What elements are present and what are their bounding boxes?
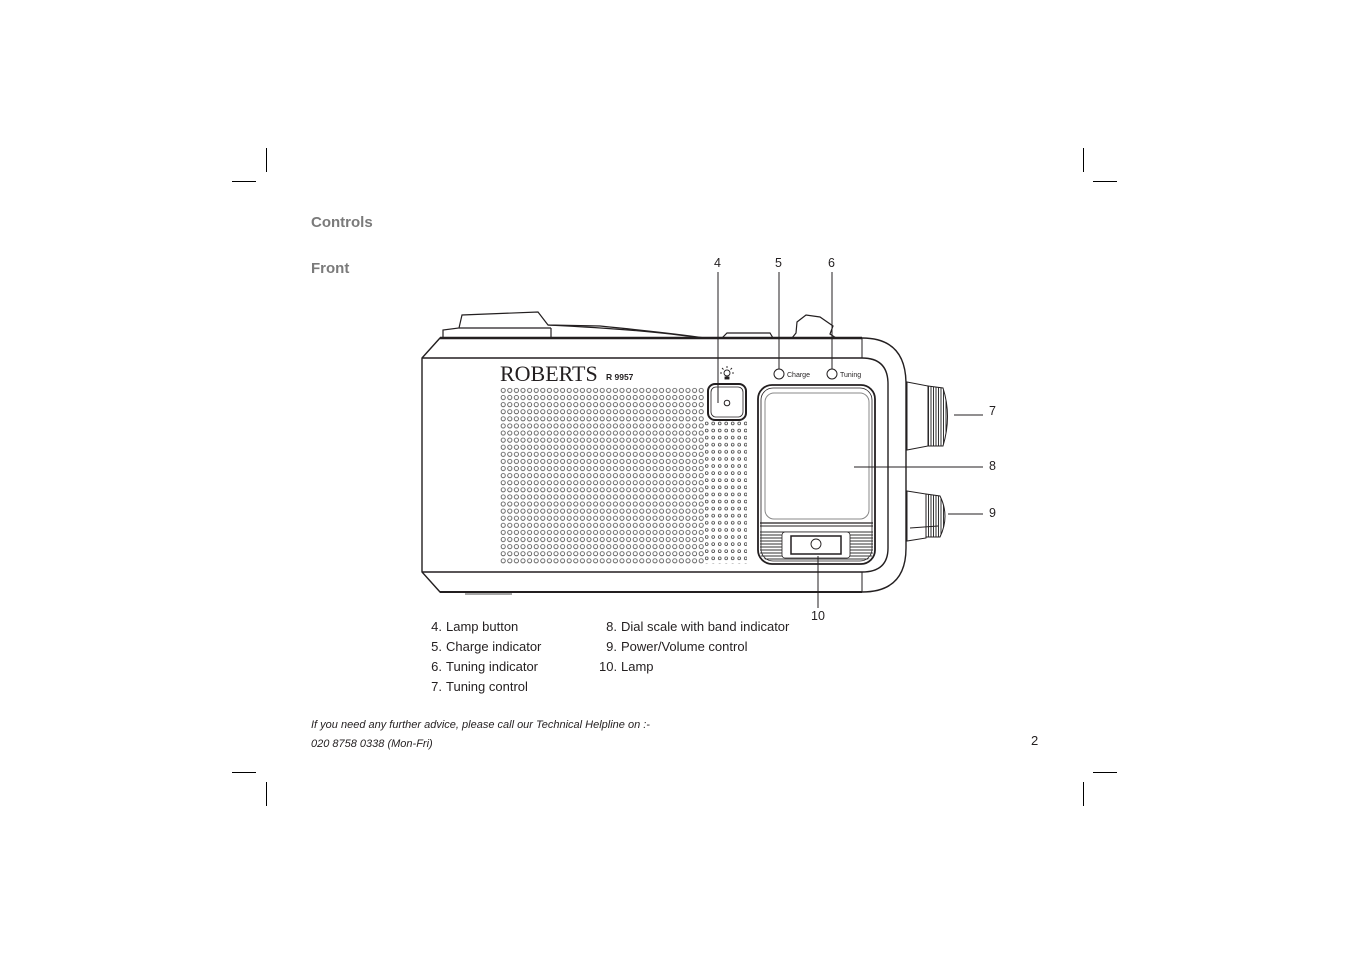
crop-mark xyxy=(1083,782,1084,806)
crop-mark xyxy=(1093,772,1117,773)
model-number: R 9957 xyxy=(606,372,634,382)
callout-8: 8 xyxy=(989,459,996,473)
subsection-title: Front xyxy=(311,260,350,277)
lamp-icon xyxy=(720,366,734,380)
callout-4: 4 xyxy=(714,256,721,270)
legend-right: 8.Dial scale with band indicator 9.Power… xyxy=(599,617,789,677)
volume-knob xyxy=(906,490,946,542)
brand-logo: ROBERTS xyxy=(500,361,598,386)
legend-item: 10.Lamp xyxy=(599,659,654,674)
lamp-button xyxy=(707,383,747,421)
callout-7: 7 xyxy=(989,404,996,418)
callout-5: 5 xyxy=(775,256,782,270)
callout-6: 6 xyxy=(828,256,835,270)
helpline-text: If you need any further advice, please c… xyxy=(311,719,650,731)
crop-mark xyxy=(266,148,267,172)
helpline-phone: 020 8758 0338 (Mon-Fri) xyxy=(311,738,433,750)
speaker-grille xyxy=(500,387,705,564)
callout-10: 10 xyxy=(811,609,825,623)
legend-item: 7.Tuning control xyxy=(431,679,528,694)
legend-left: 4.Lamp button 5.Charge indicator 6.Tunin… xyxy=(431,617,541,697)
callout-9: 9 xyxy=(989,506,996,520)
legend-item: 9.Power/Volume control xyxy=(606,639,748,654)
crop-mark xyxy=(266,782,267,806)
svg-text:Tuning: Tuning xyxy=(840,372,861,379)
crop-mark xyxy=(1093,181,1117,182)
crop-mark xyxy=(232,181,256,182)
svg-text:Charge: Charge xyxy=(787,372,810,379)
page-number: 2 xyxy=(1031,733,1039,748)
legend-item: 6.Tuning indicator xyxy=(431,659,539,674)
section-title: Controls xyxy=(311,214,373,231)
legend-item: 8.Dial scale with band indicator xyxy=(606,619,790,634)
legend-item: 4.Lamp button xyxy=(431,619,519,634)
legend-item: 5.Charge indicator xyxy=(431,639,542,654)
handle xyxy=(442,311,706,339)
tuning-knob xyxy=(906,381,948,451)
crop-mark xyxy=(232,772,256,773)
crop-mark xyxy=(1083,148,1084,172)
